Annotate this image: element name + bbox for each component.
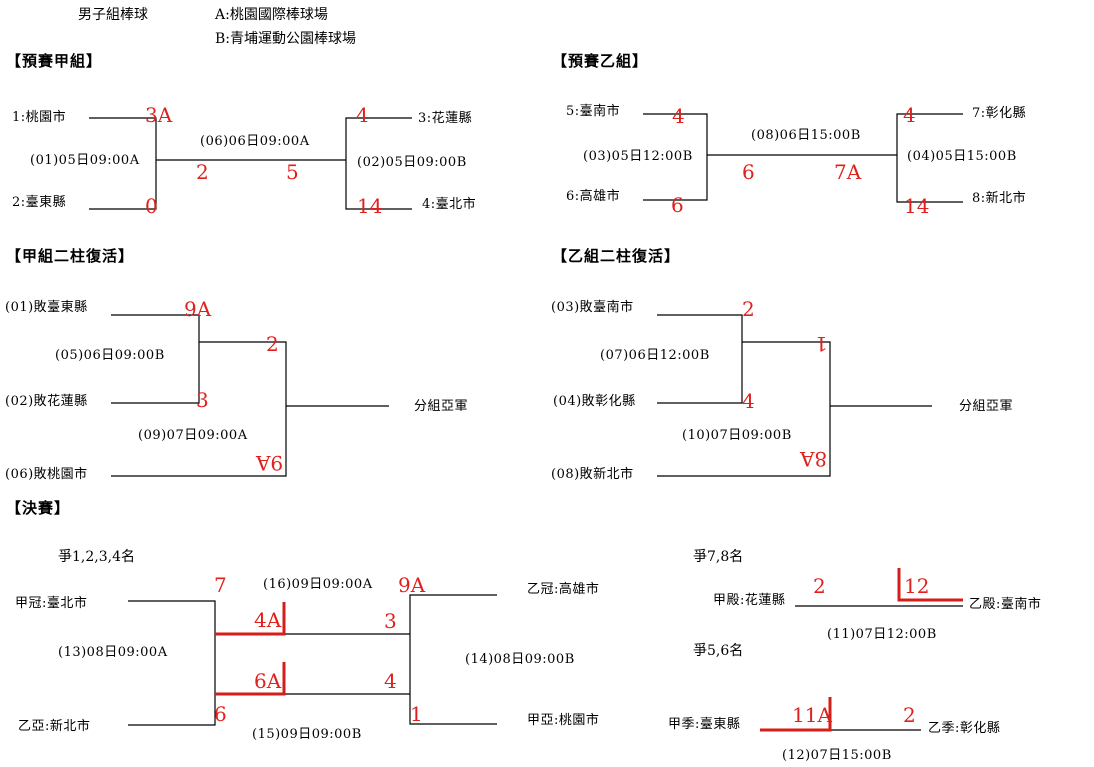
score-g16-left: 4A (254, 608, 282, 632)
venue-b: B:青埔運動公園棒球場 (215, 31, 357, 47)
game-16: (16)09日09:00A (263, 577, 373, 592)
rep-b-heading: 【乙組二柱復活】 (552, 247, 681, 265)
team-6: 6:高雄市 (566, 189, 621, 204)
game-01: (01)05日09:00A (30, 153, 140, 168)
score-g09-bottom: 9A (256, 451, 284, 475)
score-g10-top: 1 (815, 332, 828, 356)
game-03: (03)05日12:00B (583, 149, 693, 164)
page-title: 男子組棒球 (78, 7, 148, 23)
team-1: 1:桃園市 (12, 110, 67, 125)
final-b-runnerup: 乙亞:新北市 (18, 719, 91, 734)
line-g05 (111, 314, 200, 404)
win-g16 (215, 602, 286, 636)
score-g05-top: 9A (184, 297, 212, 321)
game-13: (13)08日09:00A (58, 645, 168, 660)
score-g12-right: 2 (903, 703, 916, 727)
win-g15 (215, 662, 286, 696)
final-78-subtitle: 爭7,8名 (693, 549, 744, 565)
score-g13-top: 7 (214, 573, 227, 597)
score-g11-right: 12 (904, 574, 930, 598)
score-g07-top: 2 (742, 297, 755, 321)
final-56-subtitle: 爭5,6名 (693, 643, 744, 659)
game-07: (07)06日12:00B (600, 348, 710, 363)
score-g01-top: 3A (145, 103, 173, 127)
win-g12 (760, 697, 832, 732)
score-g14-top: 9A (398, 573, 426, 597)
game-05: (05)06日09:00B (55, 348, 165, 363)
line-g14 (409, 594, 497, 725)
rep-b-result: 分組亞軍 (959, 399, 1014, 414)
score-g03-top: 4 (672, 104, 685, 128)
rep-a-heading: 【甲組二柱復活】 (6, 247, 135, 265)
final-1234-subtitle: 爭1,2,3,4名 (58, 549, 135, 565)
team-2: 2:臺東縣 (12, 195, 67, 210)
team-3: 3:花蓮縣 (418, 111, 473, 126)
score-g08-right: 7A (834, 160, 862, 184)
game-02: (02)05日09:00B (357, 155, 467, 170)
final-a-champion: 甲冠:臺北市 (15, 596, 88, 611)
group-a-heading: 【預賽甲組】 (6, 52, 103, 70)
score-g05-bottom: 3 (196, 388, 209, 412)
venue-a: A:桃園國際棒球場 (215, 7, 328, 23)
score-g08-left: 6 (742, 160, 755, 184)
line-g07 (657, 314, 743, 404)
score-g15-left: 6A (254, 669, 282, 693)
game-10: (10)07日09:00B (682, 428, 792, 443)
final-b-champion: 乙冠:高雄市 (527, 582, 600, 597)
final-a-last: 甲殿:花蓮縣 (713, 593, 786, 608)
rep-b-team-03: (03)敗臺南市 (551, 300, 634, 315)
score-g04-top: 4 (903, 103, 916, 127)
score-g04-bottom: 14 (904, 194, 930, 218)
score-g02-top: 4 (356, 103, 369, 127)
score-g03-bottom: 6 (671, 193, 684, 217)
final-a-third: 甲季:臺東縣 (668, 717, 741, 732)
score-g15-right: 4 (384, 669, 397, 693)
rep-b-team-04: (04)敗彰化縣 (553, 394, 636, 409)
line-g09 (111, 341, 287, 477)
rep-a-team-01: (01)敗臺東縣 (5, 300, 88, 315)
final-b-third: 乙季:彰化縣 (928, 721, 1001, 736)
rep-b-team-08: (08)敗新北市 (551, 467, 634, 482)
score-g16-right: 3 (384, 609, 397, 633)
game-09: (09)07日09:00A (138, 428, 248, 443)
final-heading: 【決賽】 (6, 499, 71, 517)
score-g10-bottom: 8A (800, 447, 828, 471)
score-g02-bottom: 14 (357, 194, 383, 218)
win-g11 (897, 568, 963, 602)
rep-a-team-02: (02)敗花蓮縣 (5, 394, 88, 409)
rep-a-result: 分組亞軍 (414, 399, 469, 414)
team-8: 8:新北市 (972, 191, 1027, 206)
team-4: 4:臺北市 (422, 197, 477, 212)
game-12: (12)07日15:00B (782, 748, 892, 763)
line-g02 (345, 117, 412, 210)
rep-a-team-06: (06)敗桃園市 (5, 467, 88, 482)
final-a-runnerup: 甲亞:桃園市 (527, 713, 600, 728)
score-g12-left: 11A (792, 703, 832, 727)
score-g14-bottom: 1 (410, 702, 423, 726)
line-g03 (643, 113, 708, 201)
game-11: (11)07日12:00B (827, 627, 937, 642)
game-08: (08)06日15:00B (751, 128, 861, 143)
score-g07-bottom: 4 (742, 389, 755, 413)
score-g01-bottom: 0 (145, 194, 158, 218)
line-g01 (89, 117, 157, 210)
score-g06-left: 2 (196, 160, 209, 184)
group-b-heading: 【預賽乙組】 (552, 52, 649, 70)
final-b-last: 乙殿:臺南市 (969, 597, 1042, 612)
line-g13 (128, 600, 216, 726)
score-g13-bottom: 6 (214, 702, 227, 726)
team-5: 5:臺南市 (566, 104, 621, 119)
score-g06-right: 5 (286, 160, 299, 184)
game-14: (14)08日09:00B (465, 652, 575, 667)
score-g09-top: 2 (266, 332, 279, 356)
team-7: 7:彰化縣 (972, 106, 1027, 121)
game-04: (04)05日15:00B (907, 149, 1017, 164)
line-g04 (896, 113, 963, 203)
line-g10 (657, 341, 831, 477)
score-g11-left: 2 (813, 574, 826, 598)
game-06: (06)06日09:00A (200, 134, 310, 149)
game-15: (15)09日09:00B (252, 727, 362, 742)
